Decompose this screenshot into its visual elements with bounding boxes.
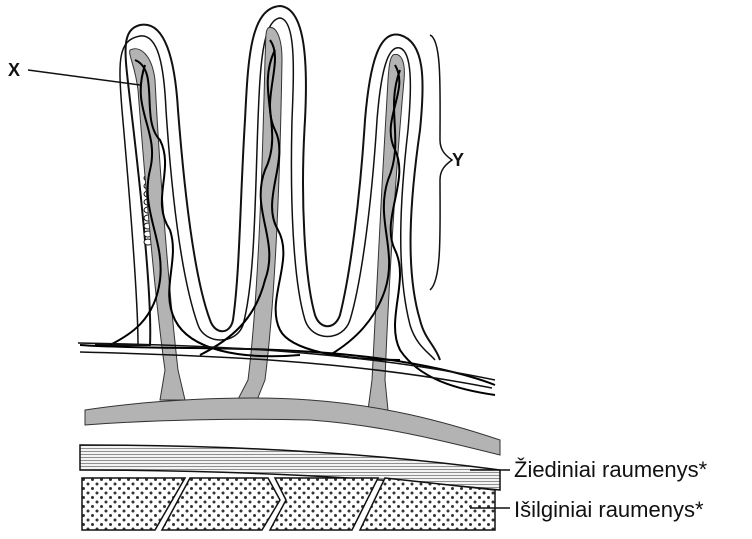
- longitudinal-muscle-label: Išilginiai raumenys*: [514, 497, 704, 523]
- circular-muscle-label: Žiediniai raumenys*: [514, 457, 707, 483]
- y-bracket: [430, 35, 452, 290]
- x-leader-line: [28, 70, 140, 85]
- longitudinal-muscle-layer: [82, 478, 495, 530]
- label-y: Y: [452, 150, 464, 171]
- label-x: X: [8, 60, 20, 81]
